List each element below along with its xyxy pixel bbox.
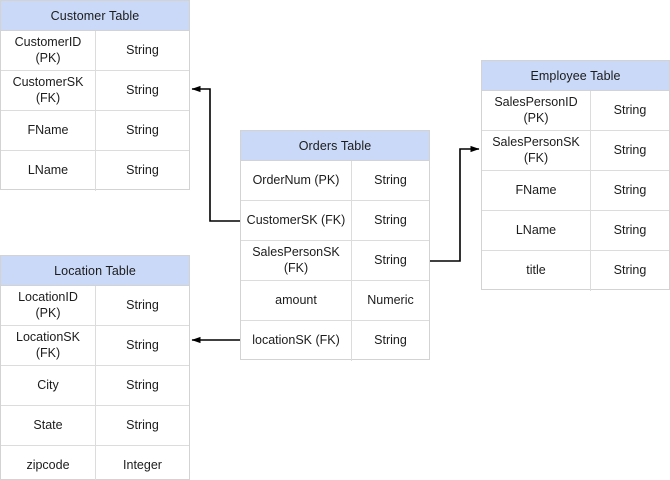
table-row: FName String [482, 171, 669, 211]
field-type-cell: String [126, 297, 159, 312]
table-row: OrderNum (PK) String [241, 161, 429, 201]
table-row: LName String [482, 211, 669, 251]
field-type-cell: Numeric [367, 292, 414, 307]
field-type-cell: String [126, 82, 159, 97]
field-type-cell: String [613, 182, 647, 197]
table-row: SalesPersonID (PK) String [482, 91, 669, 131]
field-type-cell: String [126, 163, 159, 178]
table-row: LocationSK (FK) String [1, 326, 189, 366]
table-row: CustomerSK (FK) String [1, 71, 189, 111]
field-type-cell: String [613, 142, 647, 157]
field-name-cell: SalesPersonID (PK) [482, 91, 591, 130]
field-name-cell: locationSK (FK) [241, 321, 352, 361]
field-type-cell: String [613, 222, 647, 237]
table-row: title String [482, 251, 669, 291]
field-name-cell: CustomerSK (FK) [241, 201, 352, 240]
table-title-location: Location Table [1, 256, 189, 286]
field-name-cell: City [1, 366, 96, 405]
table-row: CustomerSK (FK) String [241, 201, 429, 241]
table-row: SalesPersonSK (FK) String [241, 241, 429, 281]
table-row: SalesPersonSK (FK) String [482, 131, 669, 171]
field-name-cell: State [1, 406, 96, 445]
field-name-cell: CustomerSK (FK) [1, 71, 96, 110]
table-row: LName String [1, 151, 189, 191]
table-row: City String [1, 366, 189, 406]
field-type-cell: String [126, 417, 159, 432]
connector-orders-to-customer [191, 85, 240, 222]
field-name-cell: LName [1, 151, 96, 191]
table-row: LocationID (PK) String [1, 286, 189, 326]
connector-orders-to-employee [430, 145, 480, 262]
table-row: CustomerID (PK) String [1, 31, 189, 71]
field-name-cell: SalesPersonSK (FK) [482, 131, 591, 170]
field-name-cell: LName [482, 211, 591, 250]
field-name-cell: title [482, 251, 591, 291]
table-row: locationSK (FK) String [241, 321, 429, 361]
field-type-cell: String [126, 337, 159, 352]
field-name-cell: FName [1, 111, 96, 150]
table-title-employee: Employee Table [482, 61, 669, 91]
field-type-cell: String [374, 333, 407, 348]
field-type-cell: Integer [123, 458, 162, 473]
table-row: zipcode Integer [1, 446, 189, 480]
field-name-cell: OrderNum (PK) [241, 161, 352, 200]
table-row: amount Numeric [241, 281, 429, 321]
table-row: FName String [1, 111, 189, 151]
table-row: State String [1, 406, 189, 446]
field-type-cell: String [374, 172, 407, 187]
field-type-cell: String [613, 102, 647, 117]
field-name-cell: SalesPersonSK (FK) [241, 241, 352, 280]
field-type-cell: String [613, 263, 647, 278]
field-name-cell: CustomerID (PK) [1, 31, 96, 70]
field-name-cell: zipcode [1, 446, 96, 480]
field-name-cell: FName [482, 171, 591, 210]
field-name-cell: LocationSK (FK) [1, 326, 96, 365]
field-type-cell: String [126, 42, 159, 57]
table-title-customer: Customer Table [1, 1, 189, 31]
field-type-cell: String [374, 212, 407, 227]
field-type-cell: String [126, 377, 159, 392]
field-type-cell: String [126, 122, 159, 137]
field-type-cell: String [374, 252, 407, 267]
field-name-cell: LocationID (PK) [1, 286, 96, 325]
field-name-cell: amount [241, 281, 352, 320]
table-title-orders: Orders Table [241, 131, 429, 161]
